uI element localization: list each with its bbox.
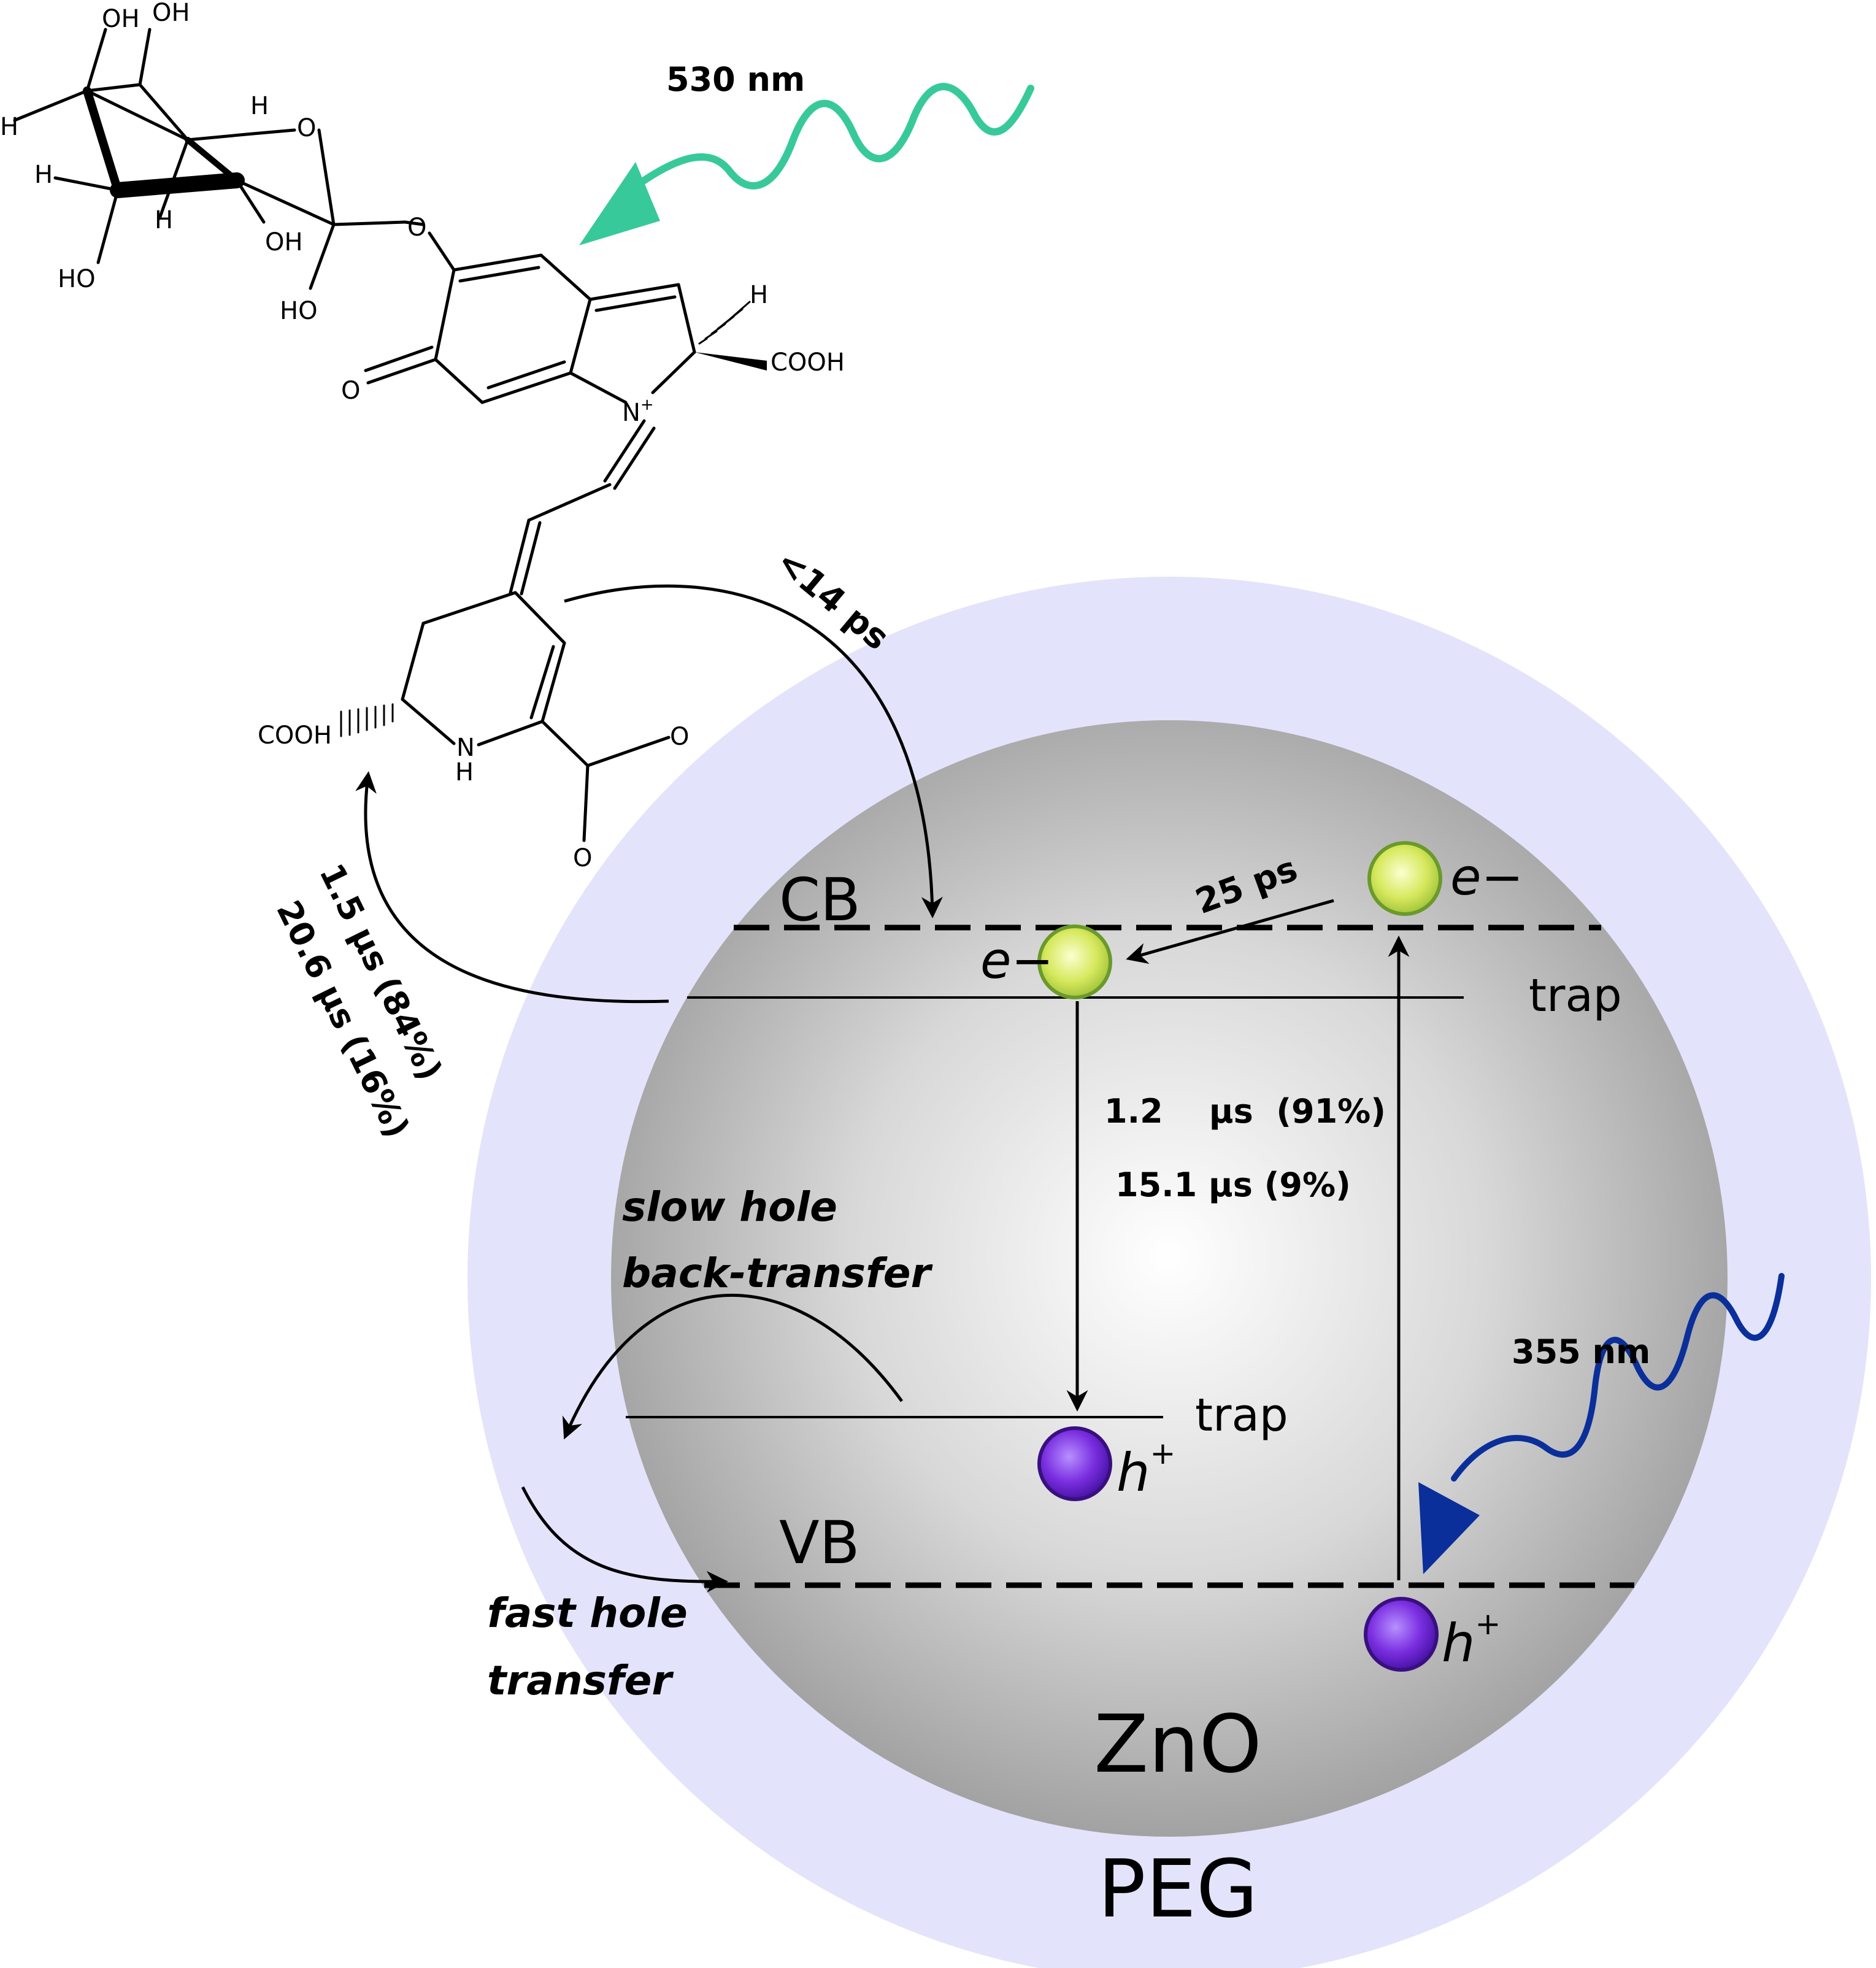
- label-cb: CB: [779, 866, 861, 934]
- zno-core: [611, 720, 1728, 1837]
- atom-h-4: H: [155, 206, 173, 234]
- atom-h-stereo: H: [750, 281, 768, 309]
- fast-hole-arrow: [521, 1486, 728, 1593]
- label-decay-1: 1.2 µs (91%): [1104, 1092, 1386, 1131]
- label-slow-1: slow hole: [622, 1183, 837, 1231]
- hole-trap: [1037, 1426, 1112, 1501]
- atom-cooh-right: COOH: [771, 348, 845, 377]
- green-wave: [628, 83, 1034, 193]
- label-trap-upper: trap: [1529, 969, 1622, 1022]
- blue-arrowhead: [1418, 1482, 1480, 1574]
- atom-nh-h: H: [455, 758, 474, 786]
- atom-o-ketone: O: [341, 377, 360, 405]
- recombination-arrow: [355, 771, 669, 1004]
- atom-nh-n: N: [456, 734, 475, 762]
- label-zno: ZnO: [1094, 1697, 1262, 1791]
- molecule-atom-labels: OH OH H H H H O OH HO HO O O N+ H COOH C…: [0, 0, 845, 872]
- atom-h-1: H: [0, 113, 18, 141]
- atom-o-link: O: [407, 213, 426, 242]
- label-electron-trap: e−: [980, 932, 1053, 990]
- light-530nm: [579, 83, 1034, 245]
- atom-oh-mid: OH: [265, 228, 303, 256]
- atom-oh-2: OH: [152, 0, 190, 27]
- atom-o-hydroxyl: O: [573, 844, 592, 872]
- label-decay-2: 15.1 µs (9%): [1115, 1166, 1351, 1204]
- atom-ho-bottom: HO: [280, 297, 318, 325]
- label-electron-cb: e−: [1450, 848, 1523, 907]
- hole-vb: [1364, 1597, 1439, 1672]
- atom-h-3: H: [34, 161, 53, 189]
- label-trap-lower: trap: [1195, 1389, 1288, 1442]
- injection-arrow: [564, 584, 943, 918]
- blue-wave: [1451, 1273, 1785, 1482]
- label-hole-vb: h+: [1442, 1606, 1501, 1674]
- atom-oh-1: OH: [102, 5, 140, 33]
- label-fast-2: transfer: [487, 1657, 674, 1704]
- atom-o-ring: O: [297, 114, 316, 142]
- trapping-arrow: [1126, 899, 1334, 964]
- slow-hole-arrow: [562, 1293, 904, 1440]
- atom-cooh-left: COOH: [258, 721, 332, 750]
- electron-trap: [1037, 924, 1112, 999]
- label-hole-trap: h+: [1117, 1436, 1175, 1504]
- label-vb: VB: [779, 1509, 860, 1577]
- label-fast-1: fast hole: [487, 1589, 688, 1637]
- light-355nm: [1418, 1273, 1785, 1574]
- betanin-molecule: [13, 28, 767, 842]
- label-slow-2: back-transfer: [622, 1250, 933, 1297]
- atom-o-carbonyl: O: [670, 723, 689, 751]
- label-530nm: 530 nm: [666, 60, 805, 99]
- atom-h-2: H: [250, 92, 269, 120]
- label-injection-time: <14 ps: [769, 542, 897, 658]
- atom-n-plus: N+: [622, 396, 654, 427]
- label-peg: PEG: [1098, 1842, 1258, 1935]
- green-arrowhead: [579, 162, 660, 245]
- electron-cb: [1367, 841, 1442, 916]
- label-355nm: 355 nm: [1512, 1332, 1650, 1371]
- atom-ho-left: HO: [58, 265, 96, 293]
